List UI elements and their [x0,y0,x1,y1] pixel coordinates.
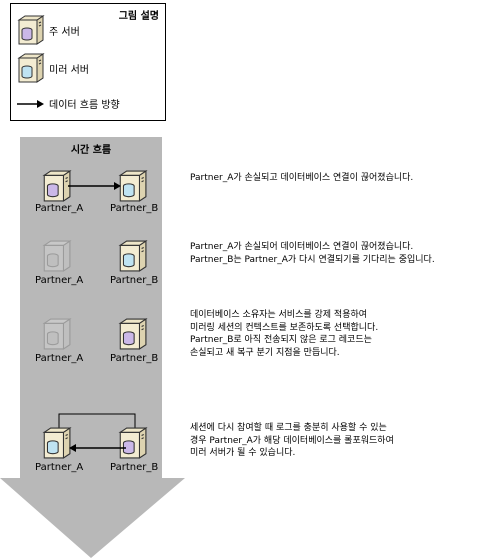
principal-server-icon [17,15,45,45]
time-flow-title: 시간 흐름 [70,145,112,156]
step-description: Partner_A가 손실되고 데이터베이스 연결이 끊어졌습니다. [190,173,414,183]
legend-mirror-label: 미러 서버 [49,64,89,76]
server-icon [116,425,148,465]
partner-a-label: Partner_A [35,462,84,473]
step-description: 세션에 다시 참여할 때 로그를 충분히 사용할 수 있는 경우 Partner… [190,423,394,458]
mirror-server-icon [17,53,45,83]
legend-data-flow: 데이터 흐름 방향 [15,96,120,111]
step-description: Partner_A가 손실되어 데이터베이스 연결이 끊어졌습니다. Partn… [190,242,435,265]
partner-b-label: Partner_B [110,353,159,364]
server-icon [116,238,148,278]
server-icon [116,316,148,356]
lost-server-icon [40,316,72,356]
lost-server-icon [40,238,72,278]
server-icon [40,168,72,208]
partner-a-label: Partner_A [35,275,84,286]
partner-a-label: Partner_A [35,203,84,214]
legend-data-flow-label: 데이터 흐름 방향 [49,100,120,111]
server-icon [40,425,72,465]
arrow-right-icon [17,99,44,108]
legend-principal: 주 서버 [15,14,80,46]
partner-a-label: Partner_A [35,353,84,364]
partner-b-label: Partner_B [110,203,159,214]
legend-mirror: 미러 서버 [15,52,89,84]
legend-principal-label: 주 서버 [49,26,80,38]
partner-b-label: Partner_B [110,275,159,286]
legend-box: 그림 설명 주 서버 미러 서버 데이터 흐름 방향 [10,3,166,121]
step-description: 데이터베이스 소유자는 서비스를 강제 적용하여 미러링 세션의 컨텍스트를 보… [190,310,379,358]
server-icon [116,168,148,208]
legend-title: 그림 설명 [118,11,159,22]
partner-b-label: Partner_B [110,462,159,473]
